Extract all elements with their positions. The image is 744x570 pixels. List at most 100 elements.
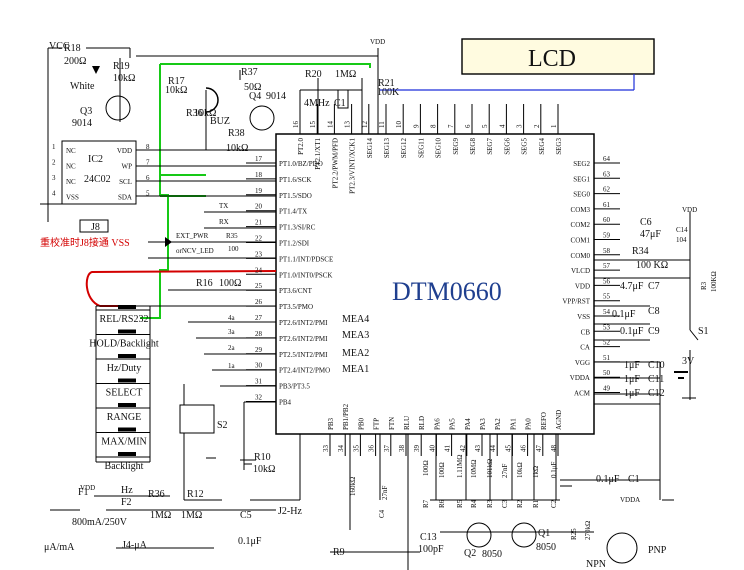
- top-pin-num: 9: [412, 124, 420, 128]
- ic2-left-pin-num: 4: [52, 190, 56, 198]
- label-r18v: 200Ω: [64, 56, 86, 67]
- bottom-pin-name: FTP: [373, 418, 381, 430]
- left-pin-num: 28: [255, 330, 263, 338]
- right-pin-name: VDDA: [570, 374, 590, 382]
- label-r21v: 100K: [377, 87, 400, 98]
- label-r35v: 100: [228, 245, 239, 253]
- q2-symbol: [466, 522, 492, 548]
- button-symbol: [118, 378, 136, 383]
- button-symbol: [118, 329, 136, 334]
- bottom-pin-num: 38: [398, 445, 406, 453]
- label-xtal: 4MHz: [304, 98, 330, 109]
- label-c8v: 0.1μF: [612, 309, 636, 320]
- label-a1: 1a: [228, 362, 236, 370]
- label-r5: R5: [456, 499, 464, 508]
- bottom-pin-name: PA1: [509, 418, 517, 430]
- bottom-pin-name: PA2: [494, 418, 502, 430]
- pnp-npn-socket: [606, 532, 638, 564]
- label-vcc: VCC: [49, 41, 70, 52]
- pushbuttons: REL/RS232HOLD/BacklightHz/DutySELECTRANG…: [89, 305, 159, 472]
- label-c3: C3: [501, 499, 509, 508]
- label-j4ua: J4-μA: [122, 540, 148, 551]
- label-r3: R3: [486, 499, 494, 508]
- lcd-panel: [461, 38, 655, 75]
- label-npn: NPN: [586, 559, 606, 570]
- label-c8: C8: [648, 306, 660, 317]
- bottom-pin-num: 42: [459, 445, 467, 453]
- top-pin-name: SEG14: [366, 138, 374, 159]
- label-c2v: 0.1μF: [550, 461, 558, 478]
- left-pin-num: 19: [255, 187, 263, 195]
- bottom-pin-num: 35: [352, 445, 360, 453]
- right-pin-name: COM2: [571, 221, 591, 229]
- label-cal-note: 重校准时J8接通 VSS: [40, 236, 130, 249]
- left-pin-name: PT1.0/BZ/PDO: [279, 160, 323, 168]
- bottom-pin-name: PA3: [479, 418, 487, 430]
- label-s2: S2: [217, 420, 228, 431]
- bottom-pin-num: 44: [489, 445, 497, 453]
- top-pin-num: 13: [344, 121, 352, 129]
- bottom-pin-name: RLD: [418, 416, 426, 430]
- left-pin-name: PT1.1/INT/PDSCE: [279, 255, 333, 263]
- ic2-left-pin-num: 3: [52, 174, 56, 182]
- label-r3v: 101kΩ: [486, 459, 494, 478]
- bottom-pin-num: 40: [428, 445, 436, 453]
- right-pin-num: 54: [603, 308, 611, 316]
- top-pin-name: SEG13: [383, 138, 391, 159]
- label-bat: 3V: [682, 356, 695, 367]
- label-c12v: 1μF: [624, 388, 640, 399]
- bottom-pin-num: 37: [383, 445, 391, 453]
- top-pin-num: 12: [361, 121, 369, 129]
- label-s1: S1: [698, 326, 709, 337]
- label-c6v: 47μF: [640, 229, 661, 240]
- component-labels: VCC R18 200Ω R19 10kΩ White Q3 9014 R17 …: [40, 38, 709, 570]
- label-q3v: 9014: [72, 118, 92, 129]
- label-r19: R19: [113, 61, 130, 72]
- label-q2v: 8050: [482, 549, 502, 560]
- bottom-pin-num: 45: [504, 445, 512, 453]
- label-r20: R20: [305, 69, 322, 80]
- top-pin-name: SEG7: [486, 138, 494, 155]
- top-pin-num: 16: [292, 121, 300, 129]
- top-pin-name: SEG4: [538, 138, 546, 155]
- label-r7v: 100Ω: [422, 460, 430, 476]
- right-pin-num: 59: [603, 232, 611, 240]
- label-r4: R4: [470, 499, 478, 508]
- left-pin-num: 21: [255, 219, 263, 227]
- left-pin-name: PT2.6/INT2/PMI: [279, 335, 328, 343]
- button-label: Hz/Duty: [107, 363, 141, 374]
- top-pin-name: SEG11: [417, 138, 425, 158]
- ic2-body: [61, 140, 137, 205]
- ext-pwr-led-symbol: [165, 237, 172, 247]
- right-pin-name: VDD: [575, 282, 590, 290]
- right-pin-name: VGG: [575, 359, 590, 367]
- buzzer-symbol: [205, 87, 219, 113]
- right-pin-name: COM1: [571, 237, 591, 245]
- label-r16v: 100Ω: [219, 278, 241, 289]
- label-r4v: 10MΩ: [470, 460, 478, 478]
- label-q3: Q3: [80, 106, 92, 117]
- red-wire: [85, 270, 277, 307]
- q1-symbol: [511, 522, 537, 548]
- ic2-left-pin-num: 1: [52, 143, 56, 151]
- label-white: White: [70, 81, 95, 92]
- label-mea1: MEA1: [342, 364, 369, 375]
- left-pin-name: PT1.4/TX: [279, 208, 307, 216]
- right-pin-num: 62: [603, 186, 611, 194]
- top-pin-name: SEG10: [435, 138, 443, 159]
- top-pin-num: 11: [378, 121, 386, 128]
- bottom-pin-num: 48: [550, 445, 558, 453]
- label-r12v: 1MΩ: [181, 510, 202, 521]
- label-c14v: 104: [676, 236, 687, 244]
- label-r19v: 10kΩ: [113, 73, 135, 84]
- top-pin-name: SEG9: [452, 138, 460, 155]
- q3-symbol: [105, 95, 131, 121]
- bottom-pin-name: PB1/PB2: [342, 403, 350, 430]
- label-r17v: 10kΩ: [165, 85, 187, 96]
- button-label: SELECT: [106, 388, 143, 399]
- label-vdd-top: VDD: [370, 38, 385, 46]
- top-pin-name: SEG8: [469, 138, 477, 155]
- button-symbol: [118, 403, 136, 407]
- bottom-pin-name: AGND: [555, 410, 563, 430]
- button-symbol: [118, 452, 136, 456]
